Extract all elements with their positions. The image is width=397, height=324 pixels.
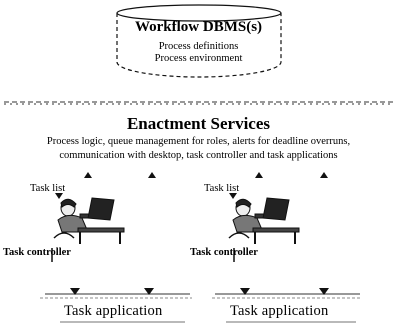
down-arrow bbox=[319, 288, 329, 295]
enactment-services-box bbox=[4, 101, 393, 105]
task-application-bar-left bbox=[40, 288, 192, 299]
task-list-label: Task list bbox=[204, 183, 240, 194]
up-arrow bbox=[148, 172, 156, 178]
task-list-label: Task list bbox=[30, 183, 66, 194]
enactment-services-title: Enactment Services bbox=[126, 114, 271, 133]
down-arrow bbox=[70, 288, 80, 295]
database-line-process-definitions: Process definitions bbox=[158, 41, 239, 52]
task-list-arrows bbox=[55, 193, 237, 199]
down-arrow bbox=[144, 288, 154, 295]
down-arrow bbox=[240, 288, 250, 295]
person-at-desk-icon bbox=[228, 197, 300, 244]
database-line-process-environment: Process environment bbox=[154, 53, 243, 64]
up-arrow bbox=[320, 172, 328, 178]
up-arrows bbox=[84, 172, 328, 178]
task-application-label: Task application bbox=[230, 303, 329, 319]
controller-connectors bbox=[51, 248, 235, 262]
task-controller-label: Task controller bbox=[190, 247, 258, 258]
database-cylinder bbox=[116, 4, 282, 78]
task-application-label: Task application bbox=[64, 303, 163, 319]
down-arrow bbox=[229, 193, 237, 199]
enactment-description-line-1: Process logic, queue management for role… bbox=[46, 136, 351, 147]
person-at-desk-icon bbox=[53, 197, 125, 244]
down-arrow bbox=[55, 193, 63, 199]
task-controller-label: Task controller bbox=[3, 247, 71, 258]
enactment-description-line-2: communication with desktop, task control… bbox=[59, 150, 338, 161]
up-arrow bbox=[255, 172, 263, 178]
database-title: Workflow DBMS(s) bbox=[134, 19, 263, 35]
up-arrow bbox=[84, 172, 92, 178]
task-application-bar-right bbox=[212, 288, 362, 299]
